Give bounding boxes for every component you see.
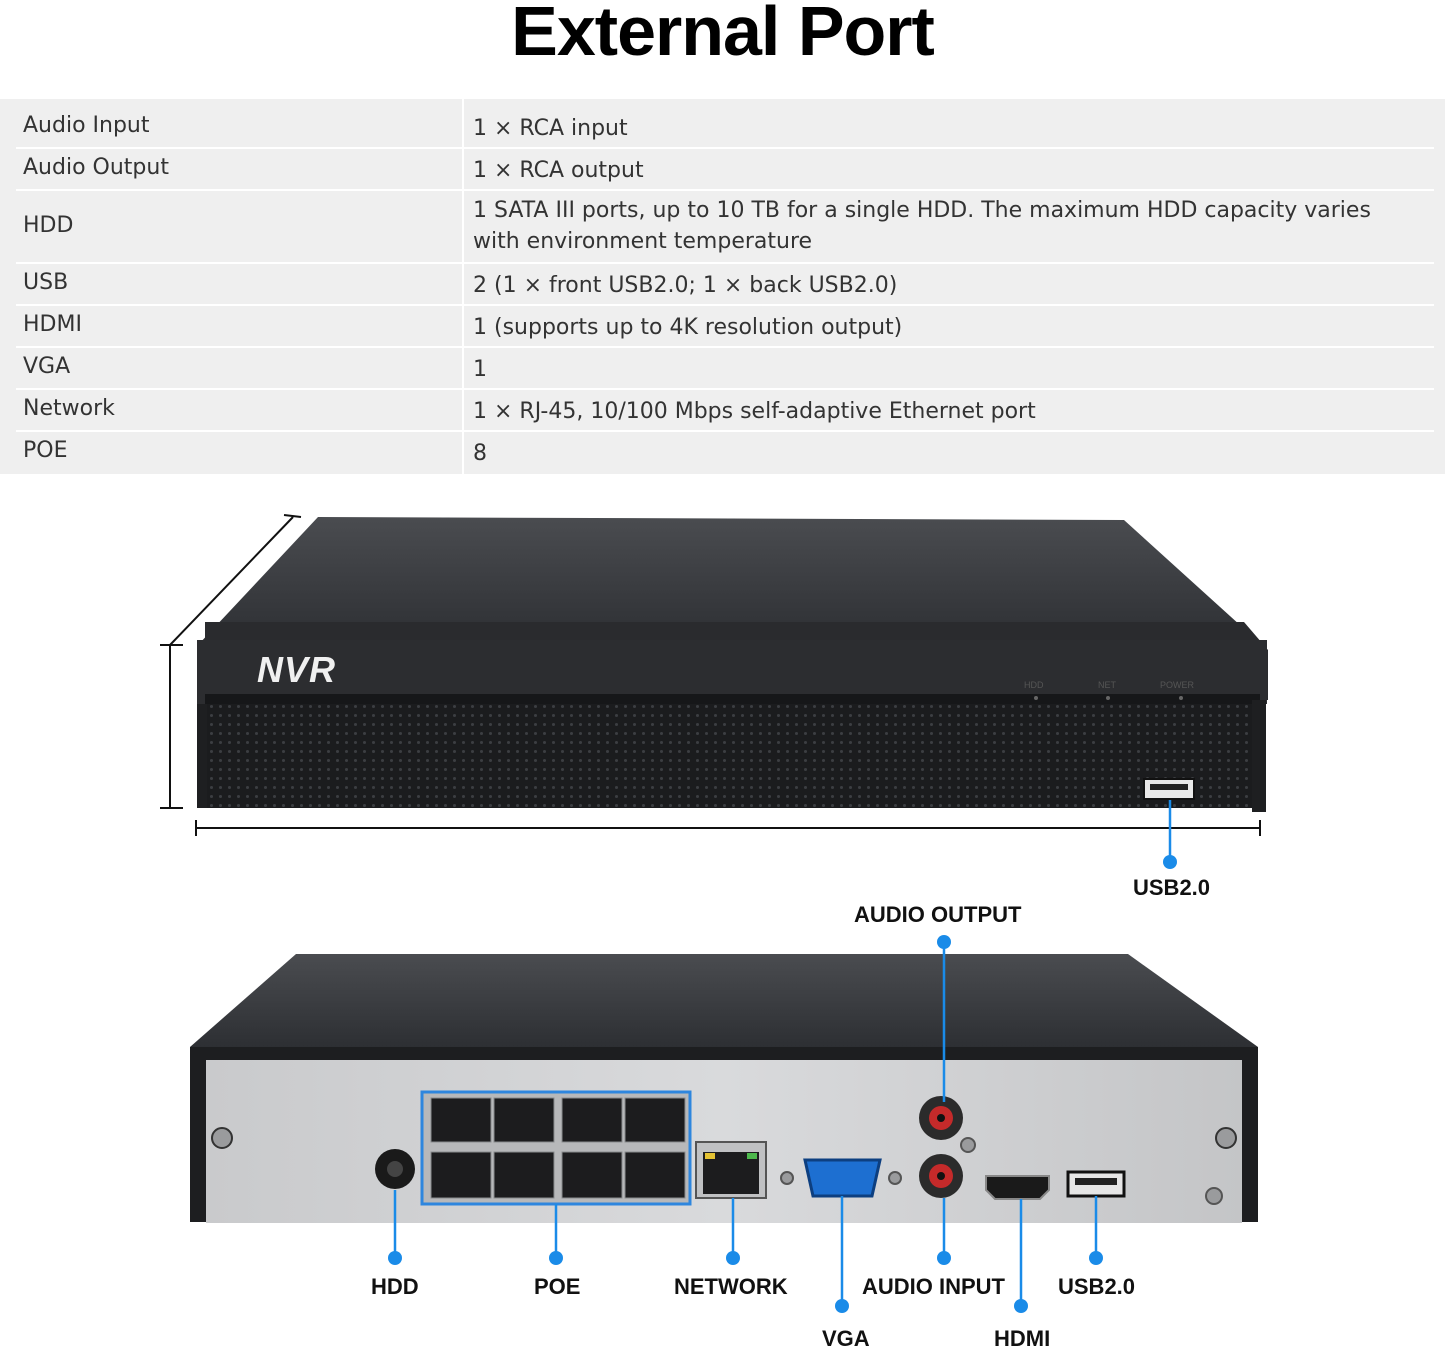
spec-row: Audio Output 1 × RCA output <box>16 149 1434 191</box>
spec-row: USB 2 (1 × front USB2.0; 1 × back USB2.0… <box>16 264 1434 306</box>
spec-value: 1 SATA III ports, up to 10 TB for a sing… <box>473 198 1371 254</box>
spec-value: 1 <box>473 357 487 382</box>
led-label-power: POWER <box>1160 680 1195 690</box>
page-title: External Port <box>511 0 935 70</box>
spec-label: VGA <box>23 354 71 379</box>
callout-label-hdmi: HDMI <box>994 1326 1051 1351</box>
spec-row: HDD 1 SATA III ports, up to 10 TB for a … <box>16 191 1434 264</box>
callout-label-rear-usb: USB2.0 <box>1058 1274 1136 1299</box>
dimension-lines <box>160 514 1261 836</box>
spec-value: 1 × RCA output <box>473 158 644 183</box>
spec-label: Network <box>23 396 115 421</box>
spec-row: HDMI 1 (supports up to 4K resolution out… <box>16 306 1434 348</box>
spec-value: 1 (supports up to 4K resolution output) <box>473 315 903 340</box>
spec-table: Audio Input 1 × RCA input Audio Output 1… <box>0 99 1445 474</box>
spec-row: POE 8 <box>16 432 1434 474</box>
callout-label-poe: POE <box>534 1274 581 1299</box>
callout-label-front-usb: USB2.0 <box>1133 875 1211 900</box>
led-label-net: NET <box>1098 680 1116 690</box>
callout-label-vga: VGA <box>822 1326 870 1351</box>
vga-port-icon <box>803 1158 882 1198</box>
callout-label-audio-input: AUDIO INPUT <box>862 1274 1005 1299</box>
spec-label: HDD <box>23 213 74 238</box>
callout-label-audio-output: AUDIO OUTPUT <box>854 902 1022 927</box>
callout-lines <box>393 942 1098 1306</box>
spec-label: USB <box>23 270 69 295</box>
callout-dots <box>388 935 1103 1313</box>
led-label-hdd: HDD <box>1024 680 1044 690</box>
callout-label-network: NETWORK <box>674 1274 788 1299</box>
spec-label: Audio Input <box>23 113 150 138</box>
brand-logo: NVR <box>257 649 337 690</box>
spec-row: Audio Input 1 × RCA input <box>16 99 1434 149</box>
spec-label: HDMI <box>23 312 82 337</box>
spec-value: 2 (1 × front USB2.0; 1 × back USB2.0) <box>473 273 898 298</box>
hdmi-port-icon <box>985 1175 1050 1200</box>
spec-label: POE <box>23 438 68 463</box>
nvr-front-view <box>197 517 1268 812</box>
spec-value: 1 × RCA input <box>473 116 628 141</box>
nvr-rear-view <box>190 954 1258 1223</box>
spec-value: 1 × RJ-45, 10/100 Mbps self-adaptive Eth… <box>473 399 1036 424</box>
spec-row: VGA 1 <box>16 348 1434 390</box>
spec-label: Audio Output <box>23 155 169 180</box>
spec-value: 8 <box>473 441 487 466</box>
callout-label-hdd: HDD <box>371 1274 419 1299</box>
callout-front-usb <box>1163 800 1177 869</box>
spec-row: Network 1 × RJ-45, 10/100 Mbps self-adap… <box>16 390 1434 432</box>
